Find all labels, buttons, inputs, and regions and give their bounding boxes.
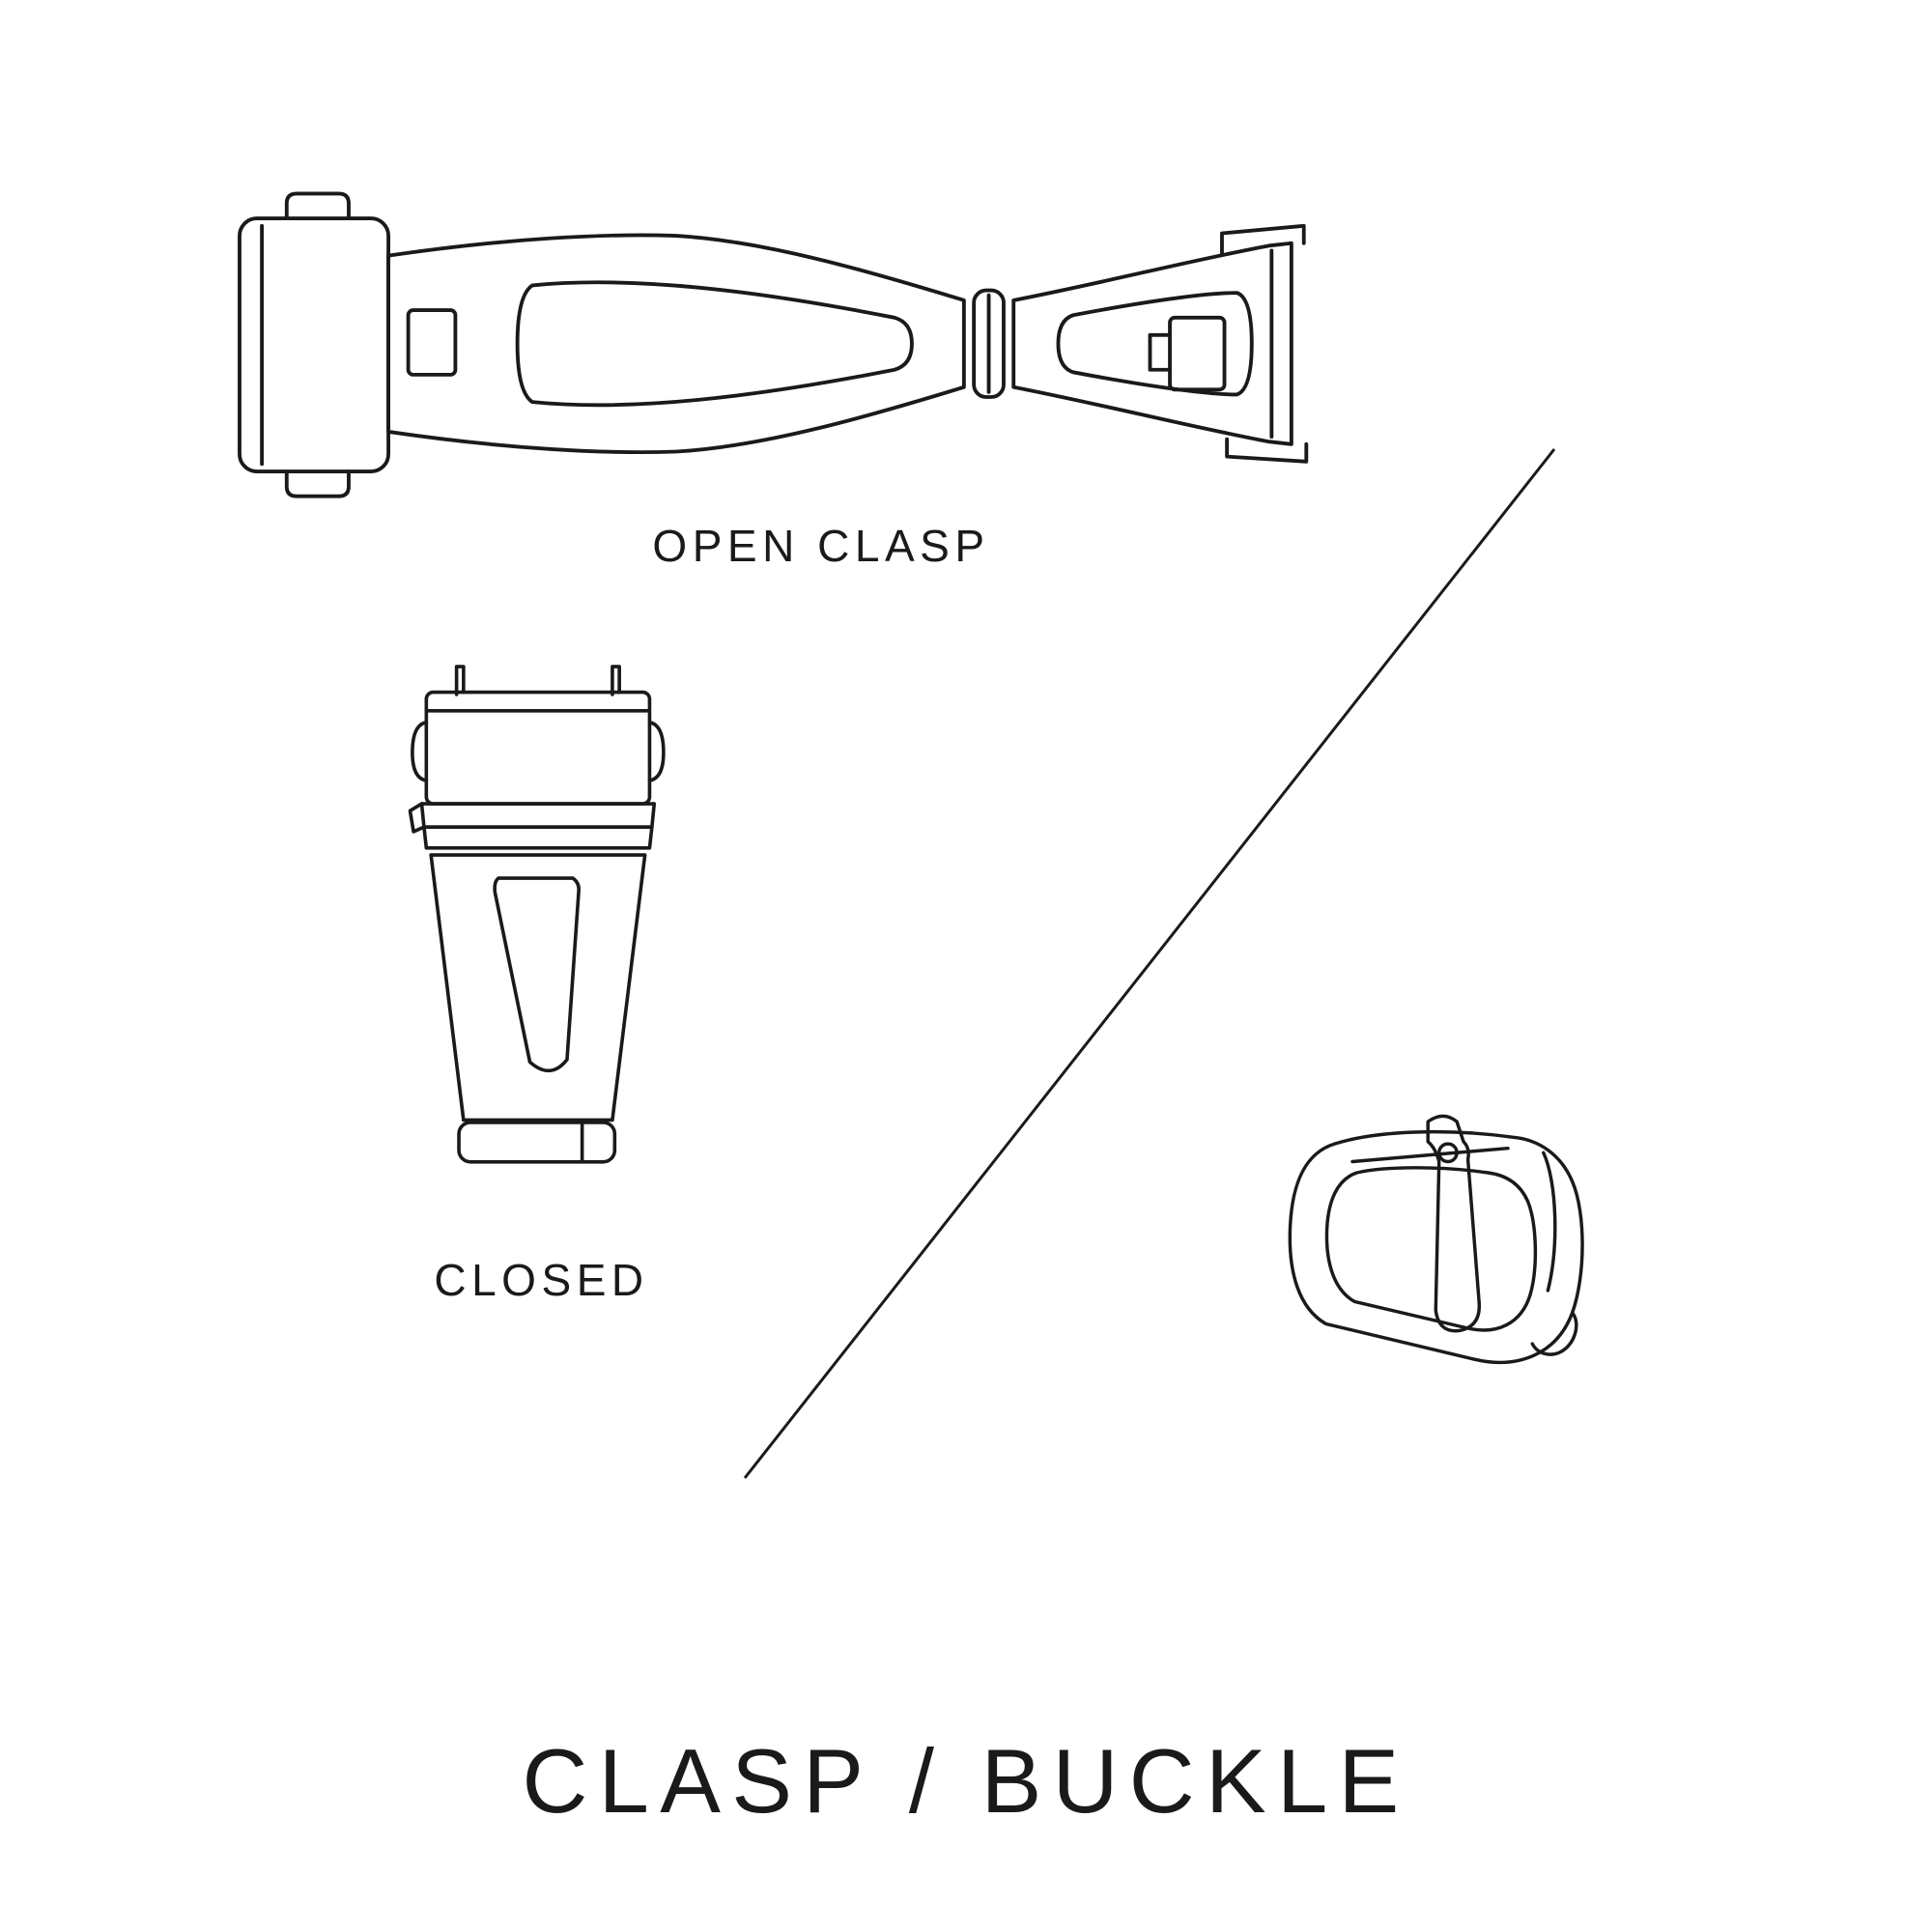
buckle-illustration bbox=[1241, 1084, 1641, 1417]
open-clasp-icon bbox=[238, 191, 1309, 498]
open-clasp-label: OPEN CLASP bbox=[652, 521, 990, 571]
open-clasp-illustration bbox=[222, 179, 1314, 514]
diagram-title: CLASP / BUCKLE bbox=[522, 1730, 1410, 1832]
closed-clasp-illustration bbox=[384, 655, 698, 1202]
closed-clasp-icon bbox=[408, 665, 666, 1164]
buckle-icon bbox=[1288, 1114, 1584, 1364]
closed-clasp-label: CLOSED bbox=[434, 1255, 649, 1305]
